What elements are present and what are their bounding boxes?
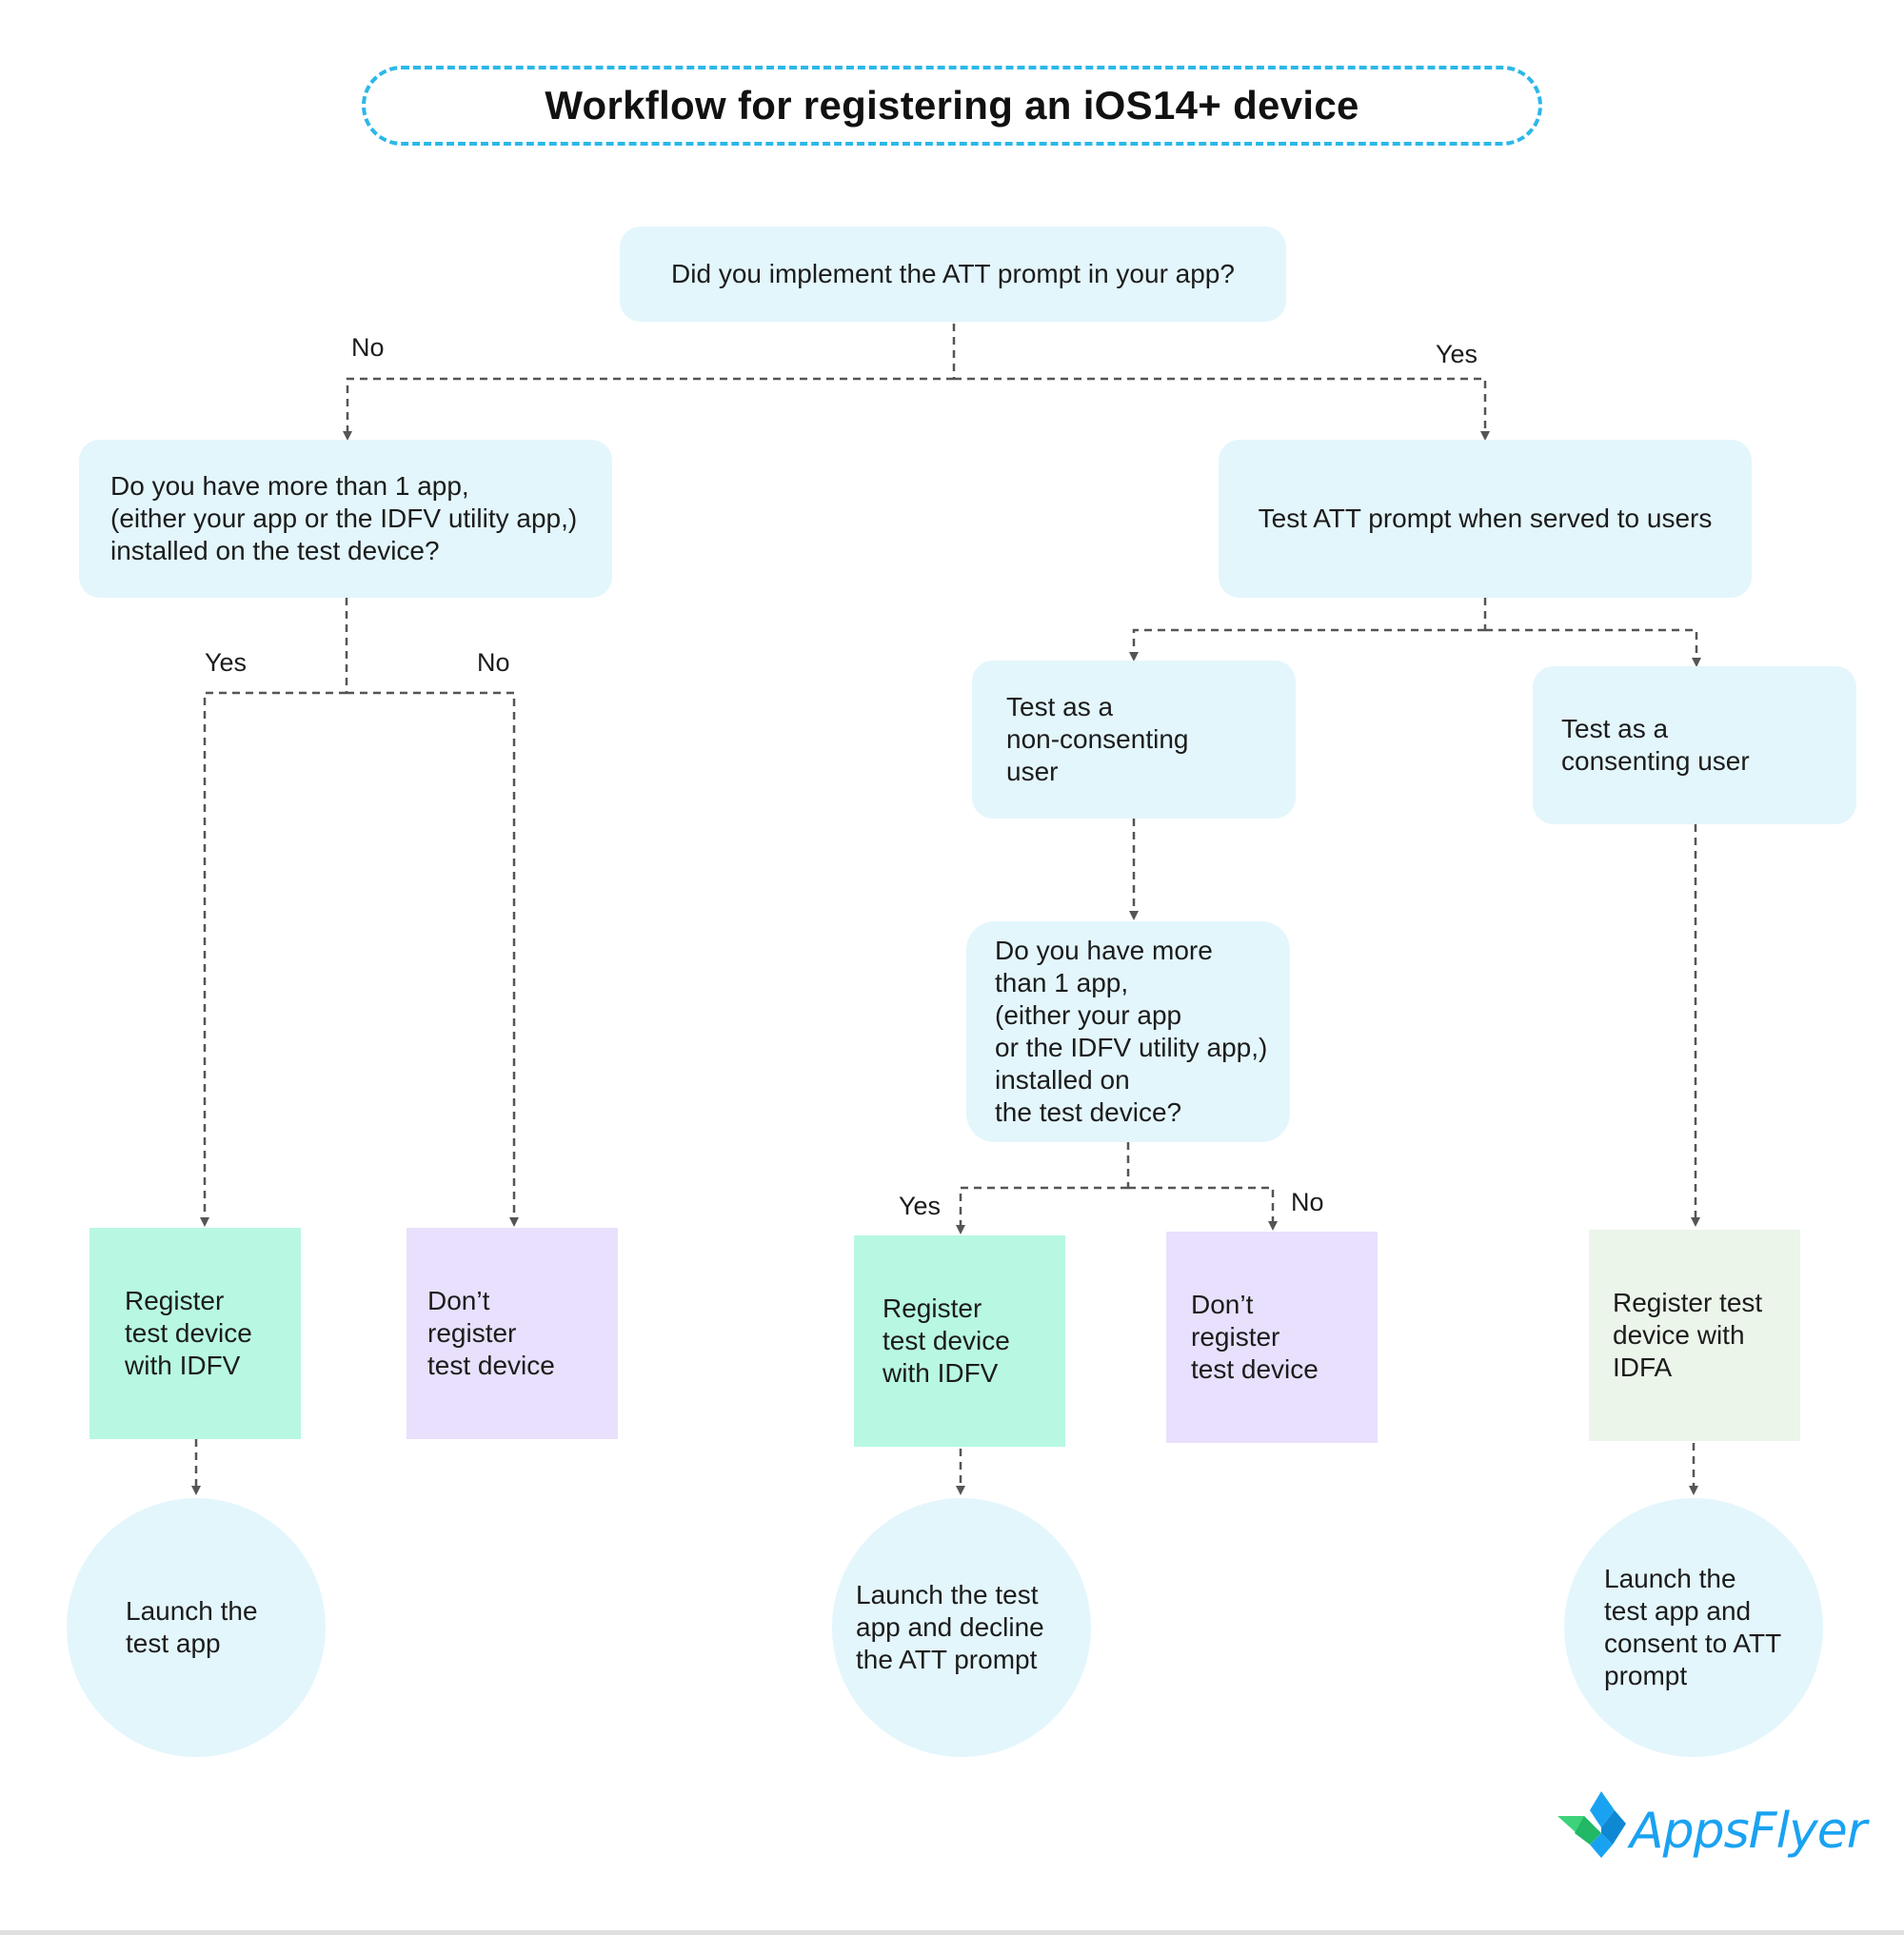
- connector-left-no: [347, 691, 519, 1227]
- title-frame: Workflow for registering an iOS14+ devic…: [362, 66, 1542, 146]
- launch-consent-att: Launch the test app and consent to ATT p…: [1564, 1498, 1823, 1757]
- connector-left-yes: [200, 691, 347, 1227]
- launch-decline-att: Launch the test app and decline the ATT …: [832, 1498, 1091, 1757]
- outcome-register-idfv-left: Register test device with IDFV: [89, 1228, 301, 1439]
- label-no-left: No: [477, 648, 510, 677]
- label-no-top: No: [351, 333, 385, 362]
- outcome-dont-register-mid: Don’t register test device: [1166, 1232, 1378, 1443]
- logo-wordmark: AppsFlyer: [1630, 1803, 1867, 1860]
- connector-top-right: [954, 377, 1490, 441]
- connector-att-left: [1129, 628, 1485, 661]
- label-yes-mid: Yes: [899, 1192, 942, 1220]
- appsflyer-logo: AppsFlyer: [1556, 1789, 1867, 1875]
- question-more-apps-left: Do you have more than 1 app, (either you…: [79, 440, 612, 598]
- connector-mid-no: [1128, 1186, 1278, 1231]
- label-no-mid: No: [1291, 1188, 1324, 1216]
- bottom-divider: [0, 1930, 1904, 1935]
- question-more-apps-mid: Do you have more than 1 app, (either you…: [966, 921, 1290, 1142]
- connector-top-left: [343, 377, 954, 441]
- outcome-dont-register-left: Don’t register test device: [407, 1228, 618, 1439]
- label-yes-left: Yes: [205, 648, 248, 677]
- launch-test-app-left: Launch the test app: [67, 1498, 326, 1757]
- node-test-nonconsenting: Test as a non-consenting user: [972, 661, 1296, 819]
- node-test-consenting: Test as a consenting user: [1533, 666, 1856, 824]
- connector-att-right: [1485, 628, 1701, 667]
- connector-mid-yes: [956, 1186, 1128, 1234]
- outcome-register-idfv-mid: Register test device with IDFV: [854, 1235, 1065, 1447]
- question-att-implemented: Did you implement the ATT prompt in your…: [620, 227, 1286, 322]
- node-test-att-prompt: Test ATT prompt when served to users: [1219, 440, 1752, 598]
- appsflyer-logo-mark: [1557, 1791, 1626, 1858]
- label-yes-top: Yes: [1436, 340, 1478, 368]
- outcome-register-idfa: Register test device with IDFA: [1589, 1230, 1800, 1441]
- diagram-title: Workflow for registering an iOS14+ devic…: [545, 83, 1359, 128]
